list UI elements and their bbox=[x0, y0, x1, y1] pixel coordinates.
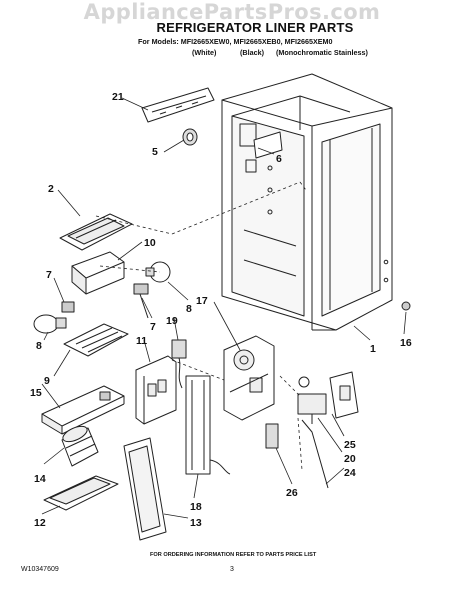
part-thermistor bbox=[171, 339, 187, 389]
callout-7-upper: 7 bbox=[46, 269, 52, 281]
part-light-housing bbox=[59, 213, 133, 251]
part-dispenser-assembly bbox=[223, 335, 275, 421]
callout-16: 16 bbox=[400, 337, 412, 349]
part-socket-lower bbox=[133, 283, 149, 319]
part-light-shield bbox=[63, 323, 129, 357]
assembly-lines bbox=[95, 181, 307, 471]
part-vent-cover bbox=[141, 87, 215, 123]
callout-15: 15 bbox=[30, 387, 42, 399]
part-control-bracket bbox=[135, 355, 177, 425]
callout-labels: 21 5 6 2 10 7 8 7 17 19 11 8 9 15 1 16 1… bbox=[30, 91, 412, 529]
callout-25: 25 bbox=[344, 439, 356, 451]
callout-6: 6 bbox=[276, 153, 282, 165]
page-title: REFRIGERATOR LINER PARTS bbox=[156, 20, 354, 35]
part-plug bbox=[401, 301, 411, 311]
part-drip-tray bbox=[43, 475, 119, 511]
part-clip bbox=[265, 423, 279, 449]
callout-1: 1 bbox=[370, 343, 376, 355]
variant-stainless: (Monochromatic Stainless) bbox=[276, 48, 368, 57]
part-grommet bbox=[182, 128, 198, 146]
part-filter-cartridge bbox=[61, 425, 99, 467]
part-back-panel bbox=[123, 437, 167, 541]
variant-black: (Black) bbox=[240, 48, 264, 57]
liner-cabinet bbox=[221, 73, 393, 331]
callout-8-right: 8 bbox=[186, 303, 192, 315]
models-line: For Models: MFI2665XEW0, MFI2665XEB0, MF… bbox=[138, 37, 333, 46]
part-bulb-right bbox=[145, 261, 171, 283]
callout-7-lower: 7 bbox=[150, 321, 156, 333]
document-id: W10347609 bbox=[21, 566, 59, 573]
callout-2: 2 bbox=[48, 183, 54, 195]
callout-26: 26 bbox=[286, 487, 298, 499]
callout-24: 24 bbox=[344, 467, 356, 479]
callout-19: 19 bbox=[166, 315, 178, 327]
part-water-tube bbox=[301, 419, 329, 489]
callout-5: 5 bbox=[152, 146, 158, 158]
callout-9: 9 bbox=[44, 375, 50, 387]
part-valve-bracket bbox=[329, 371, 359, 419]
callout-8-left: 8 bbox=[36, 340, 42, 352]
part-bulb-left bbox=[33, 314, 67, 334]
part-heater bbox=[185, 375, 231, 475]
callout-14: 14 bbox=[34, 473, 46, 485]
callout-12: 12 bbox=[34, 517, 46, 529]
leader-lines bbox=[41, 97, 407, 519]
page-number: 3 bbox=[230, 566, 234, 573]
callout-20: 20 bbox=[344, 453, 356, 465]
part-damper bbox=[253, 131, 283, 159]
callout-17: 17 bbox=[196, 295, 208, 307]
part-air-duct bbox=[41, 385, 125, 435]
part-socket-upper bbox=[61, 301, 75, 313]
callout-18: 18 bbox=[190, 501, 202, 513]
callout-10: 10 bbox=[144, 237, 156, 249]
part-socket-bracket bbox=[71, 251, 125, 295]
variant-white: (White) bbox=[192, 48, 217, 57]
callout-21: 21 bbox=[112, 91, 124, 103]
part-water-valve bbox=[297, 376, 327, 424]
watermark-text: AppliancePartsPros.com bbox=[83, 0, 381, 24]
callout-13: 13 bbox=[190, 517, 202, 529]
callout-11: 11 bbox=[136, 335, 147, 347]
ordering-note: FOR ORDERING INFORMATION REFER TO PARTS … bbox=[150, 552, 317, 558]
